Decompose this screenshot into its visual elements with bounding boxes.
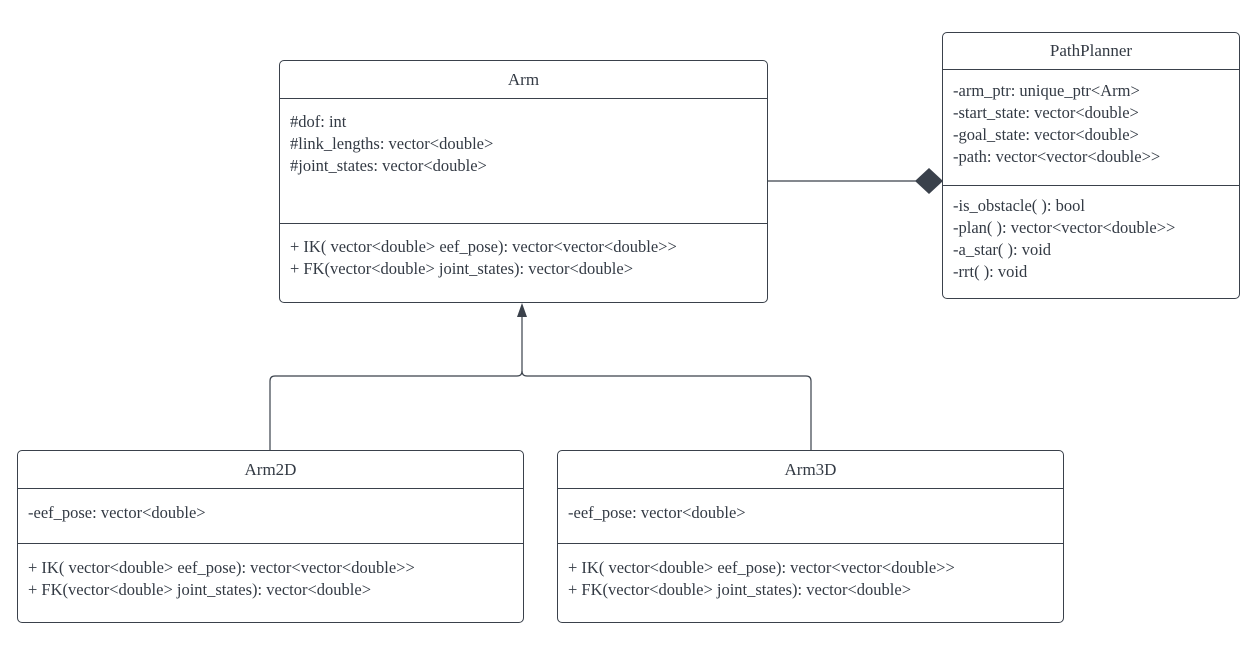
attributes-section: -eef_pose: vector<double> [558, 489, 1063, 544]
class-name: Arm2D [18, 451, 523, 489]
inheritance-line-arm3d [521, 370, 812, 450]
method: -rrt( ): void [953, 262, 1028, 281]
inheritance-line-arm2d [269, 316, 523, 450]
attributes-section: -arm_ptr: unique_ptr<Arm> -start_state: … [943, 70, 1239, 186]
attribute: -start_state: vector<double> [953, 103, 1139, 122]
attributes-section: -eef_pose: vector<double> [18, 489, 523, 544]
method: -is_obstacle( ): bool [953, 196, 1085, 215]
method: -plan( ): vector<vector<double>> [953, 218, 1176, 237]
method: + IK( vector<double> eef_pose): vector<v… [28, 558, 415, 577]
class-path-planner[interactable]: PathPlanner -arm_ptr: unique_ptr<Arm> -s… [942, 32, 1240, 299]
attribute: -eef_pose: vector<double> [568, 503, 746, 522]
methods-section: + IK( vector<double> eef_pose): vector<v… [18, 544, 523, 609]
method: + FK(vector<double> joint_states): vecto… [28, 580, 371, 599]
attribute: #dof: int [290, 112, 347, 131]
class-name: Arm [280, 61, 767, 99]
class-arm2d[interactable]: Arm2D -eef_pose: vector<double> + IK( ve… [17, 450, 524, 623]
attribute: -eef_pose: vector<double> [28, 503, 206, 522]
method: + IK( vector<double> eef_pose): vector<v… [290, 237, 677, 256]
class-name: Arm3D [558, 451, 1063, 489]
attribute: #joint_states: vector<double> [290, 156, 487, 175]
attributes-section: #dof: int #link_lengths: vector<double> … [280, 99, 767, 224]
class-name: PathPlanner [943, 33, 1239, 70]
attribute: -arm_ptr: unique_ptr<Arm> [953, 81, 1140, 100]
methods-section: + IK( vector<double> eef_pose): vector<v… [558, 544, 1063, 609]
attribute: -path: vector<vector<double>> [953, 147, 1161, 166]
class-arm[interactable]: Arm #dof: int #link_lengths: vector<doub… [279, 60, 768, 303]
methods-section: -is_obstacle( ): bool -plan( ): vector<v… [943, 186, 1239, 291]
methods-section: + IK( vector<double> eef_pose): vector<v… [280, 224, 767, 288]
method: -a_star( ): void [953, 240, 1052, 259]
inheritance-arrow-icon [517, 303, 527, 317]
method: + IK( vector<double> eef_pose): vector<v… [568, 558, 955, 577]
composition-diamond-icon [915, 168, 943, 194]
method: + FK(vector<double> joint_states): vecto… [290, 259, 633, 278]
class-arm3d[interactable]: Arm3D -eef_pose: vector<double> + IK( ve… [557, 450, 1064, 623]
method: + FK(vector<double> joint_states): vecto… [568, 580, 911, 599]
attribute: #link_lengths: vector<double> [290, 134, 494, 153]
attribute: -goal_state: vector<double> [953, 125, 1139, 144]
